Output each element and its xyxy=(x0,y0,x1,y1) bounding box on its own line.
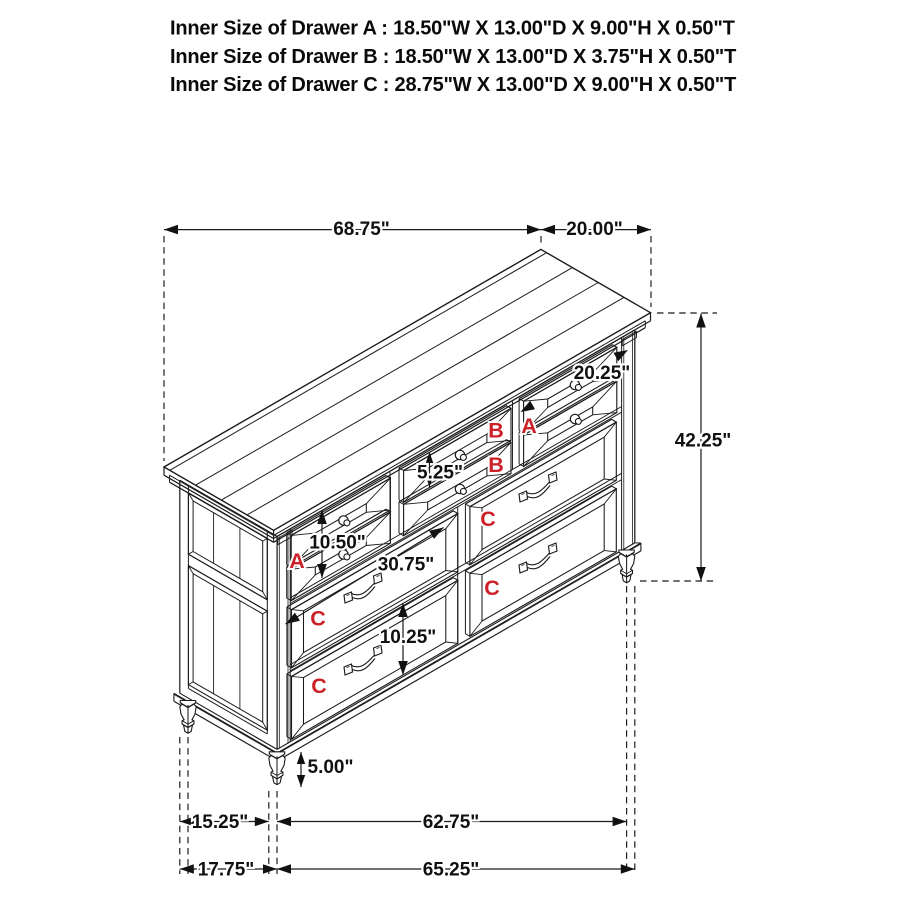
svg-text:20.25": 20.25" xyxy=(574,363,631,384)
svg-text:C: C xyxy=(310,607,326,631)
svg-text:10.50": 10.50" xyxy=(309,533,366,554)
svg-text:68.75": 68.75" xyxy=(333,219,390,240)
svg-text:20.00": 20.00" xyxy=(566,219,623,240)
svg-text:30.75": 30.75" xyxy=(378,555,435,576)
svg-text:Inner Size of Drawer C : 28.75: Inner Size of Drawer C : 28.75"W X 13.00… xyxy=(170,74,736,96)
svg-text:B: B xyxy=(488,419,504,443)
svg-text:C: C xyxy=(484,576,500,600)
svg-text:42.25": 42.25" xyxy=(675,431,732,452)
svg-text:A: A xyxy=(289,549,305,573)
svg-text:62.75": 62.75" xyxy=(423,812,480,833)
svg-text:Inner Size of Drawer B : 18.50: Inner Size of Drawer B : 18.50"W X 13.00… xyxy=(170,46,736,68)
svg-text:65.25": 65.25" xyxy=(423,860,480,881)
svg-text:15.25": 15.25" xyxy=(192,812,249,833)
svg-text:10.25": 10.25" xyxy=(380,627,437,648)
svg-text:Inner Size of Drawer A : 18.50: Inner Size of Drawer A : 18.50"W X 13.00… xyxy=(170,18,735,40)
svg-text:C: C xyxy=(480,507,496,531)
svg-text:A: A xyxy=(521,414,537,438)
svg-text:C: C xyxy=(311,674,327,698)
svg-text:5.25": 5.25" xyxy=(417,463,463,484)
svg-text:17.75": 17.75" xyxy=(198,860,255,881)
svg-text:5.00": 5.00" xyxy=(308,757,354,778)
svg-text:B: B xyxy=(488,453,504,477)
